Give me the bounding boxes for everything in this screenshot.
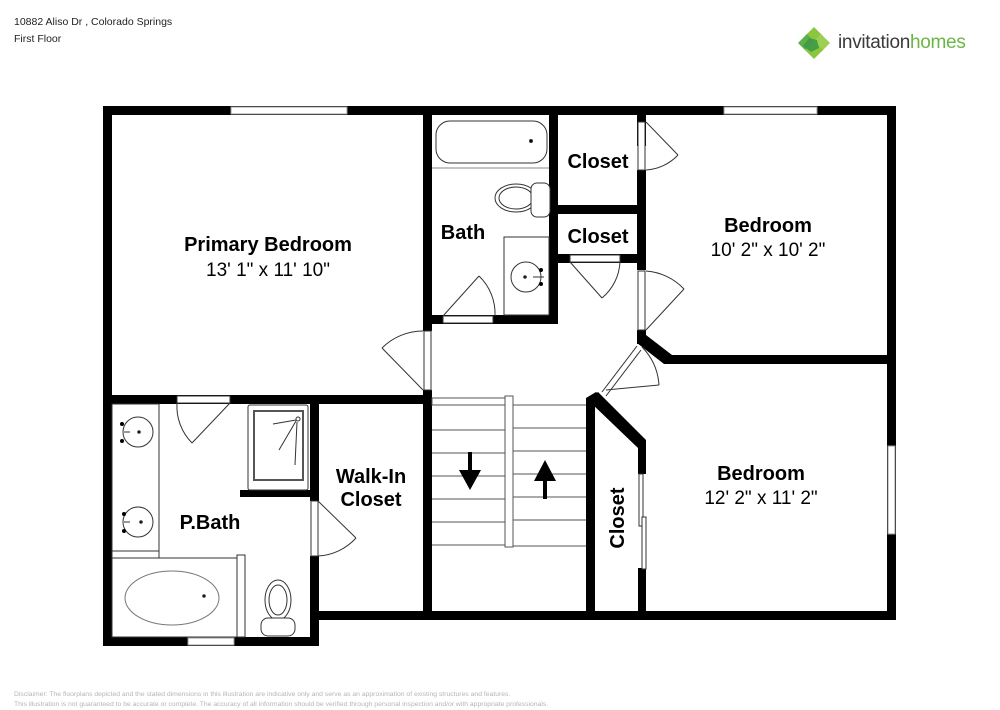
room-name-walk-in-closet-line1: Walk-In bbox=[336, 466, 406, 488]
room-name-walk-in-closet-line2: Closet bbox=[340, 489, 401, 511]
room-name-bedroom-lower: Bedroom bbox=[717, 463, 805, 485]
disclaimer-line-1: Disclaimer: The floorplans depicted and … bbox=[14, 691, 511, 698]
invitation-homes-logo-icon bbox=[798, 27, 830, 59]
disclaimer-line-2: This illustration is not guaranteed to b… bbox=[14, 701, 549, 708]
room-dim-bedroom-lower: 12' 2" x 11' 2" bbox=[704, 488, 817, 509]
floor-label: First Floor bbox=[14, 33, 62, 45]
fixtures bbox=[111, 120, 586, 638]
room-name-primary-bedroom: Primary Bedroom bbox=[184, 234, 352, 256]
walls bbox=[103, 106, 896, 646]
windows bbox=[187, 106, 896, 646]
room-name-p-bath: P.Bath bbox=[180, 512, 241, 534]
header: 10882 Aliso Dr , Colorado Springs First … bbox=[14, 14, 172, 48]
staircase bbox=[431, 395, 586, 548]
arrow-up-icon bbox=[534, 460, 556, 499]
disclaimer: Disclaimer: The floorplans depicted and … bbox=[14, 690, 548, 710]
room-name-closet-top: Closet bbox=[567, 151, 628, 173]
room-dim-primary-bedroom: 13' 1" x 11' 10" bbox=[206, 260, 330, 281]
room-name-bedroom-upper: Bedroom bbox=[724, 215, 812, 237]
doors bbox=[176, 121, 685, 570]
room-dim-bedroom-upper: 10' 2" x 10' 2" bbox=[711, 240, 826, 261]
brand-logo: invitationhomes bbox=[797, 26, 966, 60]
property-address: 10882 Aliso Dr , Colorado Springs bbox=[14, 16, 173, 28]
room-name-closet-vertical: Closet bbox=[607, 487, 629, 548]
room-name-bath: Bath bbox=[441, 222, 485, 244]
room-name-closet-mid: Closet bbox=[567, 226, 628, 248]
arrow-down-icon bbox=[459, 452, 481, 490]
logo-wordmark: invitationhomes bbox=[838, 32, 966, 53]
